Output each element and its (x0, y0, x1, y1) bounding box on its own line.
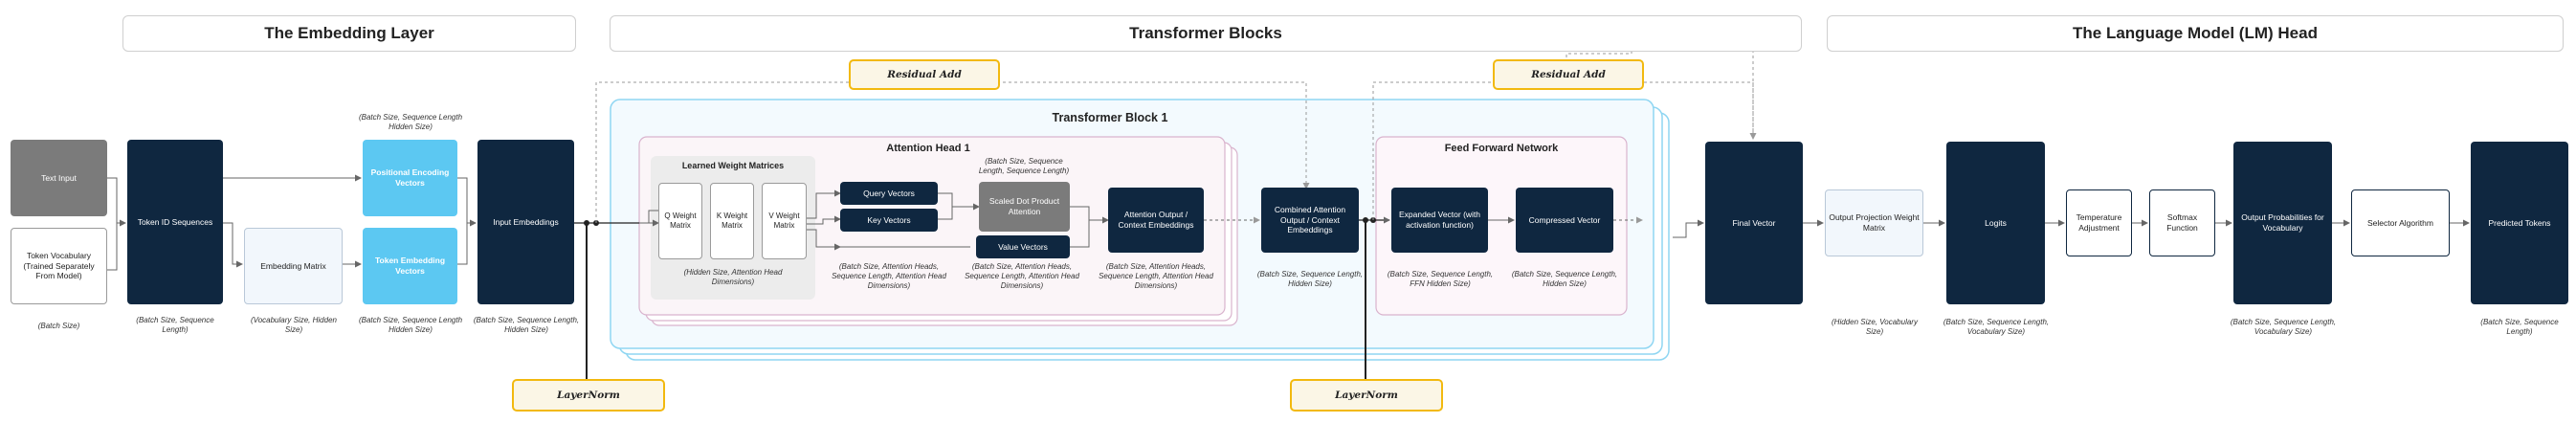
residual-add-1: Residual Add (849, 59, 1000, 90)
key-vectors-node: Key Vectors (840, 209, 938, 232)
tok-emb-dims: (Batch Size, Sequence Length Hidden Size… (358, 316, 463, 334)
batch-note: (Batch Size) (37, 322, 80, 330)
section-header-transformer: Transformer Blocks (610, 15, 1802, 52)
connector (648, 210, 658, 223)
ffn-title: Feed Forward Network (1444, 143, 1559, 154)
residual-add-2: Residual Add (1493, 59, 1644, 90)
connector (997, 81, 1310, 189)
token-vocab-node: Token Vocabulary (Trained Separately Fro… (11, 228, 107, 304)
value-dims: (Batch Size, Attention Heads, Sequence L… (965, 262, 1079, 290)
connector (107, 177, 118, 223)
predicted-node: Predicted Tokens (2471, 142, 2568, 304)
attention-head-title: Attention Head 1 (886, 143, 970, 154)
layer-norm-1: LayerNorm (512, 379, 665, 412)
ffn-dims: (Batch Size, Sequence Length, FFN Hidden… (1387, 270, 1494, 288)
connector (107, 219, 126, 271)
out-proj-dims: (Hidden Size, Vocabulary Size) (1832, 318, 1918, 336)
pos-enc-dims: (Batch Size, Sequence Length Hidden Size… (358, 113, 463, 131)
connector (1070, 220, 1090, 248)
compressed-node: Compressed Vector (1516, 188, 1613, 253)
connector (1372, 81, 1491, 220)
layer-norm-2: LayerNorm (1290, 379, 1443, 412)
softmax-node: Softmax Function (2149, 189, 2215, 256)
v-matrix-node: V Weight Matrix (762, 183, 807, 259)
connector (1566, 51, 1632, 63)
section-header-lm-head: The Language Model (LM) Head (1827, 15, 2564, 52)
input-emb-node: Input Embeddings (477, 140, 574, 304)
section-header-embedding: The Embedding Layer (122, 15, 576, 52)
logits-dims: (Batch Size, Sequence Length, Vocabulary… (1943, 318, 2050, 336)
connector (1673, 219, 1704, 238)
q-matrix-node: Q Weight Matrix (658, 183, 702, 259)
token-id-dims: (Batch Size, Sequence Length) (136, 316, 214, 334)
connector (807, 189, 841, 219)
pos-enc-node: Positional Encoding Vectors (363, 140, 457, 216)
connector (223, 222, 243, 268)
ffn-panel (1375, 136, 1628, 316)
probs-node: Output Probabilities for Vocabulary (2233, 142, 2332, 304)
connector (807, 215, 841, 225)
connector (807, 229, 970, 248)
compressed-dims: (Batch Size, Sequence Length, Hidden Siz… (1511, 270, 1618, 288)
sdpa-node: Scaled Dot Product Attention (979, 182, 1070, 232)
final-vector-node: Final Vector (1705, 142, 1803, 304)
connector (938, 192, 980, 211)
combined-node: Combined Attention Output / Context Embe… (1261, 188, 1359, 253)
attn-out-dims: (Batch Size, Attention Heads, Sequence L… (1099, 262, 1213, 290)
attn-out-node: Attention Output / Context Embeddings (1108, 188, 1204, 253)
qkv-dims: (Batch Size, Attention Heads, Sequence L… (832, 262, 946, 290)
connector (595, 81, 976, 223)
transformer-block-title: Transformer Block 1 (1052, 111, 1168, 124)
probs-dims: (Batch Size, Sequence Length, Vocabulary… (2230, 318, 2337, 336)
predicted-dims: (Batch Size, Sequence Length) (2480, 318, 2559, 336)
token-id-node: Token ID Sequences (127, 140, 223, 304)
learned-weights-title: Learned Weight Matrices (681, 161, 785, 170)
logits-node: Logits (1946, 142, 2045, 304)
k-matrix-node: K Weight Matrix (710, 183, 754, 259)
value-vectors-node: Value Vectors (976, 235, 1070, 258)
out-proj-node: Output Projection Weight Matrix (1825, 189, 1923, 256)
head-dims: (Hidden Size, Attention Head Dimensions) (683, 268, 783, 286)
connector (1070, 206, 1109, 224)
expanded-node: Expanded Vector (with activation functio… (1391, 188, 1488, 253)
tok-emb-node: Token Embedding Vectors (363, 228, 457, 304)
connector (457, 177, 468, 265)
connector (1644, 81, 1757, 140)
connector (938, 207, 953, 220)
query-vectors-node: Query Vectors (840, 182, 938, 205)
scores-dims: (Batch Size, Sequence Length, Sequence L… (978, 157, 1070, 175)
temperature-node: Temperature Adjustment (2066, 189, 2132, 256)
selector-node: Selector Algorithm (2351, 189, 2450, 256)
embedding-matrix-dims: (Vocabulary Size, Hidden Size) (251, 316, 337, 334)
combined-dims: (Batch Size, Sequence Length, Hidden Siz… (1256, 270, 1364, 288)
text-input-node: Text Input (11, 140, 107, 216)
input-emb-dims: (Batch Size, Sequence Length, Hidden Siz… (473, 316, 580, 334)
embedding-matrix-node: Embedding Matrix (244, 228, 343, 304)
